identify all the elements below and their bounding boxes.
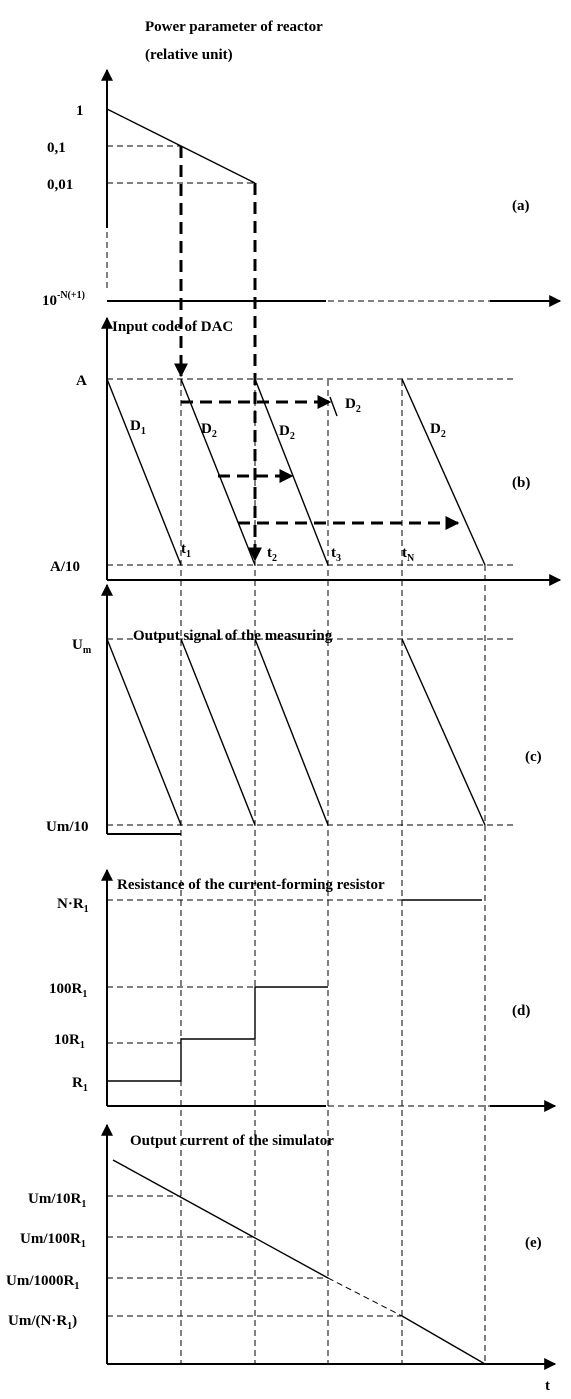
panel-e: Output current of the simulator Um/10R1 …	[6, 1123, 557, 1394]
panel-d-title: Resistance of the current-forming resist…	[117, 877, 385, 893]
panel-b: Input code of DAC A A/10 D1 D2 D2 D2 D2 …	[50, 316, 562, 586]
panel-e-current-decay-end	[401, 1315, 486, 1365]
panel-b-tick-A: A	[76, 373, 87, 389]
panel-c-ramp-N	[401, 638, 486, 826]
panel-d-tick-R: R1	[72, 1075, 88, 1094]
panel-b-ramp-N	[401, 378, 486, 566]
panel-a-tick-0-1: 0,1	[47, 140, 66, 156]
panel-e-axis-t: t	[545, 1378, 550, 1394]
panel-b-label-D2-b: D2	[279, 423, 295, 442]
panel-c-tick-Um10: Um/10	[46, 819, 89, 835]
panel-c-tick-Um: Um	[72, 637, 92, 656]
panel-a: Power parameter of reactor (relative uni…	[42, 19, 562, 309]
panel-e-current-decay-break	[327, 1277, 403, 1317]
panel-e-title: Output current of the simulator	[130, 1133, 334, 1149]
panel-d-tick-100R: 100R1	[49, 981, 87, 1000]
panel-c-ramp-1	[106, 638, 182, 826]
panel-e-tick-4: Um/(N·R1)	[8, 1313, 77, 1332]
panel-a-tick-1: 1	[76, 103, 84, 119]
panel-b-title: Input code of DAC	[112, 319, 233, 335]
panel-e-tag: (e)	[525, 1235, 542, 1251]
panel-b-label-D2-a: D2	[201, 421, 217, 440]
panel-b-label-t1: t1	[181, 541, 191, 560]
vertical-guides	[180, 380, 486, 1364]
panel-a-tick-0-01: 0,01	[47, 177, 73, 193]
panel-c-tag: (c)	[525, 749, 542, 765]
panel-b-tick-A10: A/10	[50, 559, 80, 575]
panel-b-label-D1: D1	[130, 418, 146, 437]
panel-b-label-D2-d: D2	[430, 421, 446, 440]
panel-c: Output signal of the measuring Um Um/10 …	[46, 583, 542, 835]
panel-d-tag: (d)	[512, 1003, 530, 1019]
panel-b-ramp-4-stub	[329, 396, 338, 417]
panel-d-resistance-steps	[107, 986, 328, 1082]
panel-c-ramp-3	[254, 638, 329, 826]
panel-b-tag: (b)	[512, 475, 530, 491]
panel-b-ramp-2	[180, 378, 256, 566]
panel-e-tick-2: Um/100R1	[20, 1231, 86, 1250]
panel-b-label-t3: t3	[331, 545, 341, 564]
panel-a-title-line2: (relative unit)	[145, 47, 233, 63]
panel-e-current-decay	[112, 1159, 329, 1279]
panel-c-title: Output signal of the measuring	[133, 628, 333, 644]
panel-a-tag: (a)	[512, 198, 530, 214]
panel-b-label-t2: t2	[267, 545, 277, 564]
panel-d: Resistance of the current-forming resist…	[49, 868, 557, 1112]
panel-d-tick-NR: N·R1	[57, 896, 89, 915]
panel-e-tick-3: Um/1000R1	[6, 1273, 79, 1292]
panel-b-ramp-3	[254, 378, 329, 566]
panel-b-label-tN: tN	[402, 545, 415, 564]
panel-c-ramp-2	[180, 638, 256, 826]
panel-a-title-line1: Power parameter of reactor	[145, 19, 323, 35]
panel-b-label-D2-c: D2	[345, 396, 361, 415]
panel-a-tick-min: 10-N(+1)	[42, 290, 85, 309]
panel-b-ramp-1	[106, 378, 182, 566]
panel-e-tick-1: Um/10R1	[28, 1191, 86, 1210]
panel-d-tick-10R: 10R1	[54, 1032, 85, 1051]
